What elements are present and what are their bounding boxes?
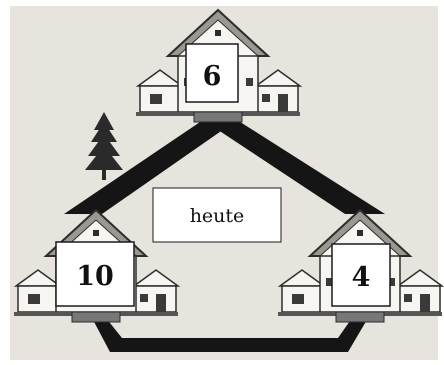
house-right-number: 4 xyxy=(352,262,371,293)
house-top-number-box: 6 xyxy=(186,44,238,102)
center-label-box: heute xyxy=(153,188,281,242)
house-top-number: 6 xyxy=(203,61,222,92)
house-right-number-box: 4 xyxy=(332,244,390,306)
center-label: heute xyxy=(190,205,245,227)
house-left-number: 10 xyxy=(76,261,114,292)
house-left-number-box: 10 xyxy=(56,242,134,306)
